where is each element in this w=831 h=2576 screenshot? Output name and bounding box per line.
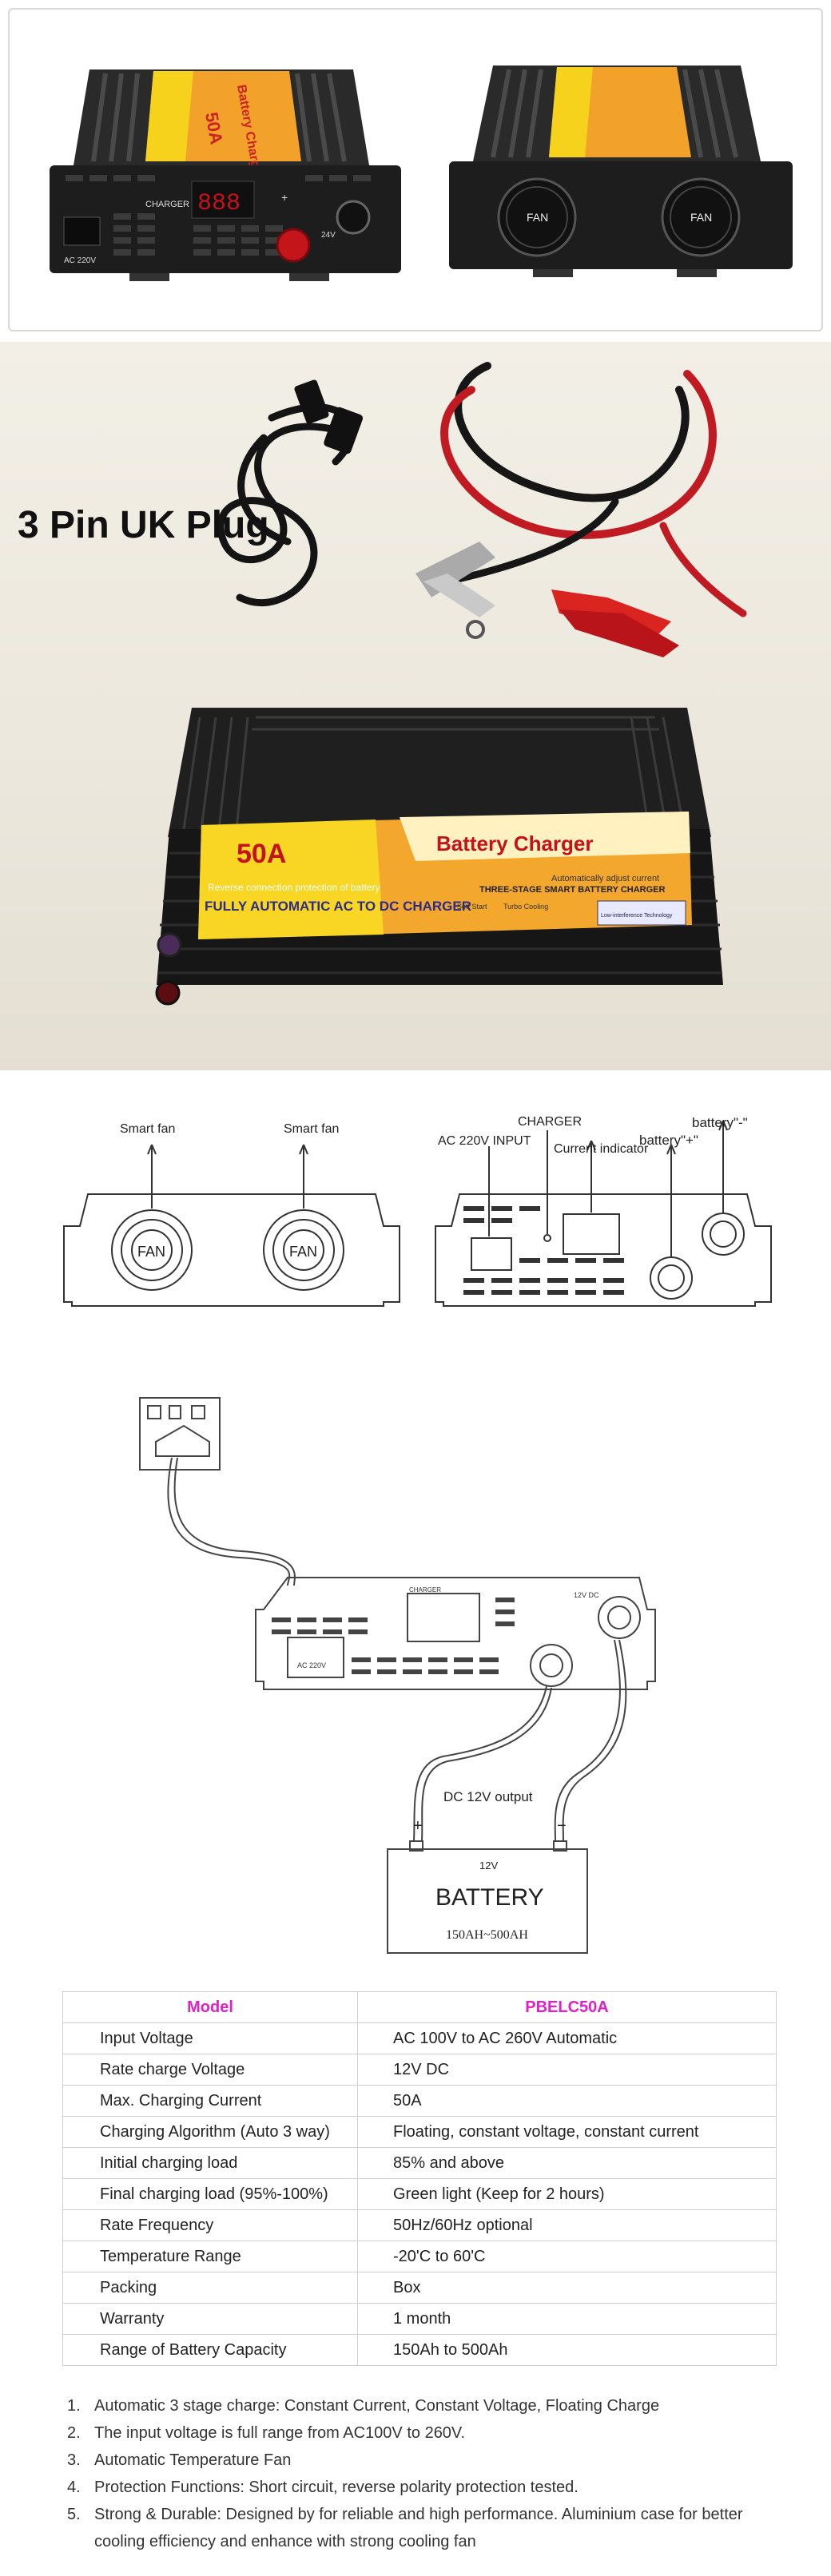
rear-fan-left-label: FAN bbox=[527, 211, 548, 224]
accessories-photo: 3 Pin UK Plug 50A Battery Charger Automa… bbox=[0, 342, 831, 1070]
spec-row-value: AC 100V to AC 260V Automatic bbox=[357, 2022, 777, 2054]
label-low-interference: Low-interference Technology bbox=[601, 913, 673, 919]
feature-note-item: 1. Automatic 3 stage charge: Constant Cur… bbox=[67, 2392, 786, 2419]
wiring-panel-charger-label: CHARGER bbox=[409, 1586, 441, 1594]
label-fully-auto: FULLY AUTOMATIC AC TO DC CHARGER bbox=[205, 899, 471, 914]
dc-output-label: DC 12V output bbox=[443, 1789, 533, 1804]
smart-fan-right-label: Smart fan bbox=[284, 1122, 339, 1136]
feature-note-number: 1. bbox=[67, 2397, 81, 2415]
battery-plus-sign: + bbox=[413, 1817, 423, 1835]
spec-row-label: Initial charging load bbox=[62, 2147, 358, 2179]
spec-row-value: 1 month bbox=[357, 2303, 777, 2335]
spec-table-row: Charging Algorithm (Auto 3 way)Floating,… bbox=[62, 2116, 777, 2148]
feature-note-item: 2. The input voltage is full range from A… bbox=[67, 2419, 786, 2447]
diagram-current-indicator-label: Current indicator bbox=[554, 1142, 649, 1156]
feature-note-item: 4. Protection Functions: Short circuit, r… bbox=[67, 2474, 786, 2501]
rear-fan-right-label: FAN bbox=[690, 211, 712, 224]
spec-row-value: 85% and above bbox=[357, 2147, 777, 2179]
spec-table-row: Final charging load (95%-100%)Green ligh… bbox=[62, 2178, 777, 2210]
feature-note-text: The input voltage is full range from AC1… bbox=[94, 2424, 465, 2442]
label-reverse-protection: Reverse connection protection of battery bbox=[208, 882, 380, 893]
spec-row-label: Range of Battery Capacity bbox=[62, 2334, 358, 2366]
spec-row-label: Input Voltage bbox=[62, 2022, 358, 2054]
front-ac-label: AC 220V bbox=[64, 256, 96, 265]
front-charger-label: CHARGER bbox=[145, 200, 189, 209]
battery-minus-sign: − bbox=[557, 1817, 567, 1835]
spec-row-label: Rate Frequency bbox=[62, 2209, 358, 2241]
feature-note-number: 4. bbox=[67, 2479, 81, 2496]
diagram-fan-left: FAN bbox=[137, 1244, 165, 1260]
spec-row-value: 12V DC bbox=[357, 2054, 777, 2086]
diagram-section: Smart fan Smart fan FAN FAN bbox=[0, 1106, 831, 1969]
spec-row-value: 150Ah to 500Ah bbox=[357, 2334, 777, 2366]
spec-row-value: 50Hz/60Hz optional bbox=[357, 2209, 777, 2241]
label-auto-adjust: Automatically adjust current bbox=[551, 874, 659, 883]
label-turbo-cooling: Turbo Cooling bbox=[503, 903, 548, 911]
feature-note-number: 2. bbox=[67, 2424, 81, 2442]
feature-note-text: Automatic 3 stage charge: Constant Curre… bbox=[94, 2397, 660, 2415]
feature-note-item: 3. Automatic Temperature Fan bbox=[67, 2447, 786, 2474]
battery-voltage-label: 12V bbox=[479, 1860, 498, 1871]
spec-table-row: Temperature Range-20'C to 60'C bbox=[62, 2241, 777, 2272]
diagram-ac-input-label: AC 220V INPUT bbox=[438, 1134, 531, 1148]
spec-row-value: 50A bbox=[357, 2085, 777, 2117]
wiring-panel-ac-label: AC 220V bbox=[297, 1661, 326, 1669]
label-soft-start: Soft Start bbox=[457, 903, 487, 911]
spec-row-label: Rate charge Voltage bbox=[62, 2054, 358, 2086]
feature-note-number: 5. bbox=[67, 2506, 81, 2523]
smart-fan-left-label: Smart fan bbox=[120, 1122, 175, 1136]
product-photo-frame: 50A Battery Charger AC 220V CHARGER 888 … bbox=[8, 8, 823, 331]
spec-row-label: Charging Algorithm (Auto 3 way) bbox=[62, 2116, 358, 2148]
diagram-battery-minus-label: battery"-" bbox=[692, 1115, 748, 1130]
diagram-battery-plus-label: battery"+" bbox=[639, 1133, 698, 1148]
front-output-label: 24V bbox=[321, 231, 336, 240]
battery-label: BATTERY bbox=[435, 1884, 544, 1911]
spec-row-label: Warranty bbox=[62, 2303, 358, 2335]
spec-row-value: Green light (Keep for 2 hours) bbox=[357, 2178, 777, 2210]
spec-row-value: -20'C to 60'C bbox=[357, 2241, 777, 2272]
spec-table-header-row: Model PBELC50A bbox=[62, 1991, 777, 2023]
battery-capacity-label: 150AH~500AH bbox=[446, 1928, 528, 1942]
spec-row-value: Box bbox=[357, 2272, 777, 2304]
charger-front-photo: 50A Battery Charger AC 220V CHARGER 888 … bbox=[50, 69, 401, 281]
diagram-charger-label: CHARGER bbox=[518, 1115, 582, 1129]
feature-note-item: 5. Strong & Durable: Designed by for reli… bbox=[67, 2501, 786, 2555]
spec-row-label: Max. Charging Current bbox=[62, 2085, 358, 2117]
feature-note-text: Protection Functions: Short circuit, rev… bbox=[94, 2479, 579, 2496]
label-rating: 50A bbox=[237, 839, 286, 869]
feature-note-number: 3. bbox=[67, 2451, 81, 2469]
front-plus-label: + bbox=[281, 191, 288, 204]
spec-row-label: Temperature Range bbox=[62, 2241, 358, 2272]
label-brand: Battery Charger bbox=[436, 832, 594, 855]
spec-header-model-value: PBELC50A bbox=[357, 1991, 777, 2023]
spec-row-label: Final charging load (95%-100%) bbox=[62, 2178, 358, 2210]
charger-rear-photo: FAN FAN bbox=[449, 65, 793, 277]
spec-row-value: Floating, constant voltage, constant cur… bbox=[357, 2116, 777, 2148]
svg-text:888: 888 bbox=[197, 190, 241, 217]
feature-note-text: Strong & Durable: Designed by for reliab… bbox=[94, 2506, 743, 2550]
uk-plug-caption: 3 Pin UK Plug bbox=[18, 504, 269, 546]
wiring-panel-dc-label: 12V DC bbox=[574, 1591, 599, 1599]
feature-notes-list: 1. Automatic 3 stage charge: Constant Cur… bbox=[67, 2392, 786, 2555]
spec-header-model-label: Model bbox=[62, 1991, 358, 2023]
spec-row-label: Packing bbox=[62, 2272, 358, 2304]
feature-note-text: Automatic Temperature Fan bbox=[94, 2451, 292, 2469]
diagram-fan-right: FAN bbox=[289, 1244, 317, 1260]
label-three-stage: THREE-STAGE SMART BATTERY CHARGER bbox=[479, 885, 665, 895]
